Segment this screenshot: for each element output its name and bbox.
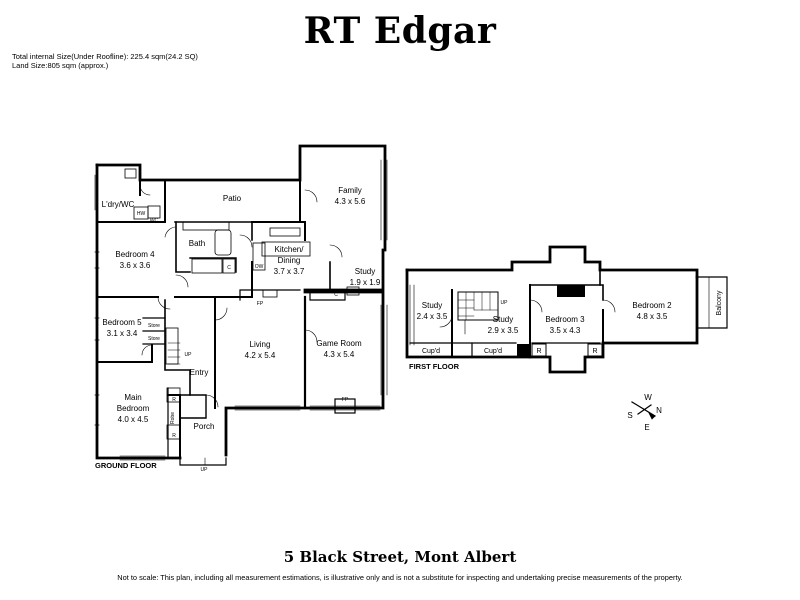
- compass-labels: W N S E: [627, 393, 662, 432]
- room-main: Main: [124, 393, 141, 402]
- brand-title: RT Edgar: [303, 10, 497, 52]
- fixture-ow: OW: [255, 264, 264, 270]
- room-family: Family: [338, 186, 362, 195]
- room-living: Living: [250, 340, 271, 349]
- fixture-r-ff-1: R: [536, 348, 541, 355]
- fixture-store-2: Store: [148, 336, 160, 342]
- fixture-r-2: R: [172, 433, 176, 439]
- compass-rose: [631, 401, 656, 420]
- fixture-cupd-1: Cup'd: [422, 348, 440, 355]
- room-family-size: 4.3 x 5.6: [335, 197, 366, 206]
- room-study: Study: [355, 267, 375, 276]
- room-dining: Dining: [278, 256, 301, 265]
- disclaimer-text: Not to scale: This plan, including all m…: [117, 573, 683, 582]
- room-bedroom-5-size: 3.1 x 3.4: [107, 329, 138, 338]
- room-game-room: Game Room: [316, 339, 362, 348]
- internal-size-text: Total internal Size(Under Roofline): 225…: [12, 52, 198, 61]
- property-address: 5 Black Street, Mont Albert: [283, 548, 517, 566]
- room-study-b-size: 2.9 x 3.5: [488, 326, 519, 335]
- fixture-wc: WC: [150, 218, 159, 224]
- land-size-text: Land Size:805 sqm (approx.): [12, 61, 109, 70]
- first-floor-labels: Study 2.4 x 3.5 Study 2.9 x 3.5 Bedroom …: [409, 290, 723, 371]
- compass-e: E: [644, 423, 649, 432]
- room-study-b: Study: [493, 315, 513, 324]
- room-main-bedroom: Bedroom: [117, 404, 150, 413]
- fixture-up-stair: UP: [185, 352, 193, 358]
- room-living-size: 4.2 x 5.4: [245, 351, 276, 360]
- compass-w: W: [644, 393, 652, 402]
- fixture-c-study: C: [334, 292, 338, 298]
- room-kitchen: Kitchen/: [275, 245, 305, 254]
- room-study-a-size: 2.4 x 3.5: [417, 312, 448, 321]
- fixture-up-ff: UP: [501, 300, 509, 306]
- fixture-balcony: Balcony: [716, 290, 723, 315]
- compass-s: S: [627, 411, 632, 420]
- fixture-robe: Robe: [170, 412, 176, 424]
- room-study-a: Study: [422, 301, 442, 310]
- first-floor-label: FIRST FLOOR: [409, 362, 460, 371]
- room-main-bedroom-size: 4.0 x 4.5: [118, 415, 149, 424]
- ground-floor-label: GROUND FLOOR: [95, 461, 157, 470]
- room-porch: Porch: [194, 422, 215, 431]
- first-floor-walls: [405, 245, 728, 374]
- room-bedroom-5: Bedroom 5: [102, 318, 142, 327]
- compass-n: N: [656, 406, 662, 415]
- room-bedroom-2: Bedroom 2: [632, 301, 672, 310]
- room-bedroom-3-size: 3.5 x 4.3: [550, 326, 581, 335]
- fixture-hw: HW: [137, 211, 146, 217]
- room-game-room-size: 4.3 x 5.4: [324, 350, 355, 359]
- room-study-size: 1.9 x 1.9: [350, 278, 381, 287]
- room-patio: Patio: [223, 194, 242, 203]
- ground-floor-labels: L'dry/WC Patio Family 4.3 x 5.6 Bath Bed…: [95, 186, 381, 473]
- room-laundry: L'dry/WC: [102, 200, 135, 209]
- fixture-cupd-2: Cup'd: [484, 348, 502, 355]
- room-bath: Bath: [189, 239, 205, 248]
- room-bedroom-4-size: 3.6 x 3.6: [120, 261, 151, 270]
- fixture-fp-game: FP: [342, 397, 349, 403]
- fixture-c-bath: C: [227, 265, 231, 271]
- fixture-r-1: R: [172, 397, 176, 403]
- room-bedroom-4: Bedroom 4: [115, 250, 155, 259]
- property-stats: Total internal Size(Under Roofline): 225…: [12, 52, 198, 70]
- fixture-fp-living: FP: [257, 301, 264, 307]
- room-entry: Entry: [190, 368, 209, 377]
- room-bedroom-2-size: 4.8 x 3.5: [637, 312, 668, 321]
- fixture-store-1: Store: [148, 323, 160, 329]
- room-kitchen-size: 3.7 x 3.7: [274, 267, 305, 276]
- ground-floor-walls: [94, 144, 388, 466]
- fixture-r-ff-2: R: [592, 348, 597, 355]
- fixture-up-porch: UP: [201, 467, 209, 473]
- room-bedroom-3: Bedroom 3: [545, 315, 585, 324]
